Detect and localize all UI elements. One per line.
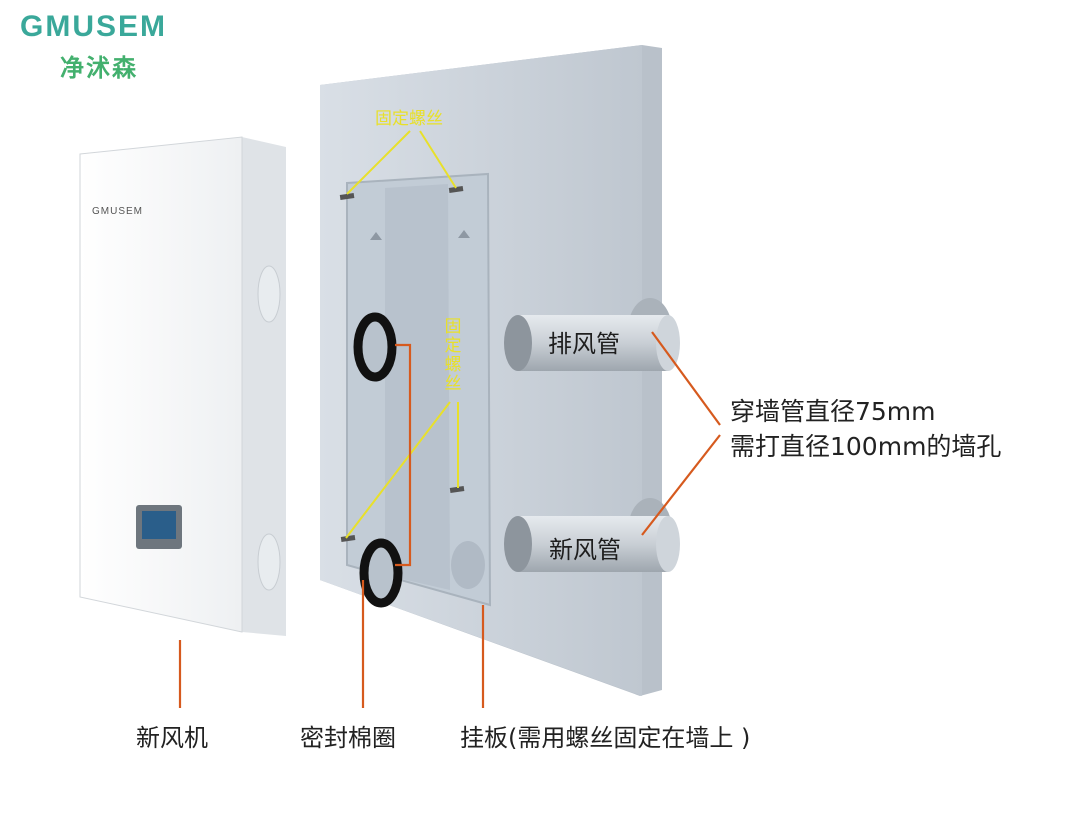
control-screen <box>142 511 176 539</box>
screw-mid-right <box>449 486 465 493</box>
screw-leader-lines <box>345 130 459 539</box>
brand-logo: GMUSEM <box>20 10 167 43</box>
label-pipe-spec-line1: 穿墙管直径75mm <box>730 397 936 426</box>
seal-ring-upper <box>353 312 397 382</box>
orange-leader-lines <box>178 331 721 708</box>
screw-top-right <box>448 186 464 193</box>
screws <box>339 186 465 542</box>
seal-ring-lower <box>359 538 403 608</box>
label-screw-mid: 固定螺丝 <box>444 317 462 394</box>
screw-top-left <box>339 193 355 200</box>
label-screw-top: 固定螺丝 <box>375 109 443 129</box>
label-unit: 新风机 <box>136 724 208 752</box>
brand-logo-chinese: 净沭森 <box>60 54 138 82</box>
seal-rings <box>353 312 403 608</box>
label-mount-plate: 挂板(需用螺丝固定在墙上 ) <box>460 724 751 752</box>
mounting-plate <box>346 172 492 607</box>
fresh-air-unit <box>79 136 286 636</box>
label-fresh-pipe: 新风管 <box>549 536 621 564</box>
label-pipe-spec-line2: 需打直径100mm的墙孔 <box>730 432 1002 461</box>
fresh-air-pipe <box>504 498 680 572</box>
unit-brand-badge: GMUSEM <box>92 206 143 217</box>
label-exhaust-pipe: 排风管 <box>548 330 620 358</box>
label-seal-ring: 密封棉圈 <box>300 724 396 752</box>
screw-bottom-left <box>340 535 356 542</box>
